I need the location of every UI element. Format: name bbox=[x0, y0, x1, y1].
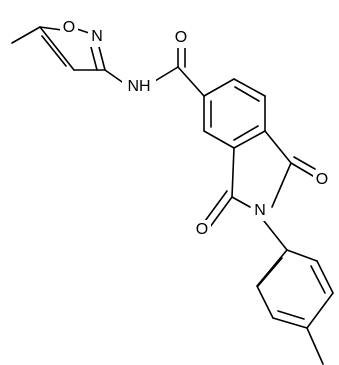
bond-n2-c3-double bbox=[90, 46, 98, 71]
bond-tolyl-1 bbox=[256, 249, 288, 287]
bond-imide-top-c-o bbox=[290, 162, 314, 177]
bond-tolyl-3 bbox=[272, 317, 308, 329]
bond-ring-a2 bbox=[233, 78, 266, 97]
bond-imide-top-carbonyl-ring bbox=[264, 130, 292, 164]
bond-ring-a4-double bbox=[233, 125, 259, 141]
atom-label-isoxazole-nitrogen: N bbox=[91, 28, 103, 45]
bond-imide-bottom-c-n bbox=[231, 196, 251, 208]
bond-tolyl-2 bbox=[256, 285, 274, 319]
bond-tolyl-4 bbox=[306, 292, 334, 329]
atom-label-imide-oxygen-bottom: O bbox=[196, 221, 208, 238]
bond-methyl-isoxazole bbox=[11, 26, 41, 44]
bond-ring-a4 bbox=[233, 130, 266, 149]
bond-n-aryl bbox=[263, 220, 288, 251]
bond-c4-c5-double bbox=[41, 35, 67, 67]
bond-n2-c3 bbox=[97, 42, 106, 71]
bond-c3-nh bbox=[104, 69, 126, 85]
bond-tolyl-5 bbox=[316, 260, 334, 294]
bond-tolyl-3-double bbox=[277, 310, 305, 320]
atom-label-isoxazole-oxygen: O bbox=[63, 19, 75, 36]
bond-imide-bottom-c-o bbox=[209, 196, 233, 228]
atom-label-layer: O N NH O O N O bbox=[60, 18, 331, 240]
bond-carbonyl-ring bbox=[177, 66, 205, 97]
atom-label-imide-oxygen-top: O bbox=[316, 171, 328, 188]
bond-tolyl-6 bbox=[286, 249, 318, 262]
bond-imide-bottom-c-o-double bbox=[204, 190, 228, 222]
bond-tolyl-methyl bbox=[306, 327, 324, 365]
bond-imide-top-c-o-double bbox=[293, 156, 316, 170]
atom-label-amide-nh: NH bbox=[127, 78, 150, 95]
bond-imide-bottom-c-ring bbox=[231, 147, 235, 198]
bond-ring-a5 bbox=[203, 130, 235, 149]
bond-c4-c5 bbox=[39, 26, 75, 71]
bond-layer bbox=[11, 26, 334, 365]
bond-ring-a2-double bbox=[234, 86, 260, 102]
bond-c5-o1 bbox=[39, 26, 63, 31]
bond-tolyl-1-double bbox=[257, 257, 283, 287]
bond-imide-top-c-n bbox=[271, 162, 292, 208]
atom-label-amide-carbonyl-oxygen: O bbox=[175, 29, 187, 46]
atom-label-imide-nitrogen: N bbox=[254, 202, 266, 219]
bond-tolyl-5-double bbox=[310, 265, 326, 294]
bond-ring-a1 bbox=[203, 78, 235, 97]
